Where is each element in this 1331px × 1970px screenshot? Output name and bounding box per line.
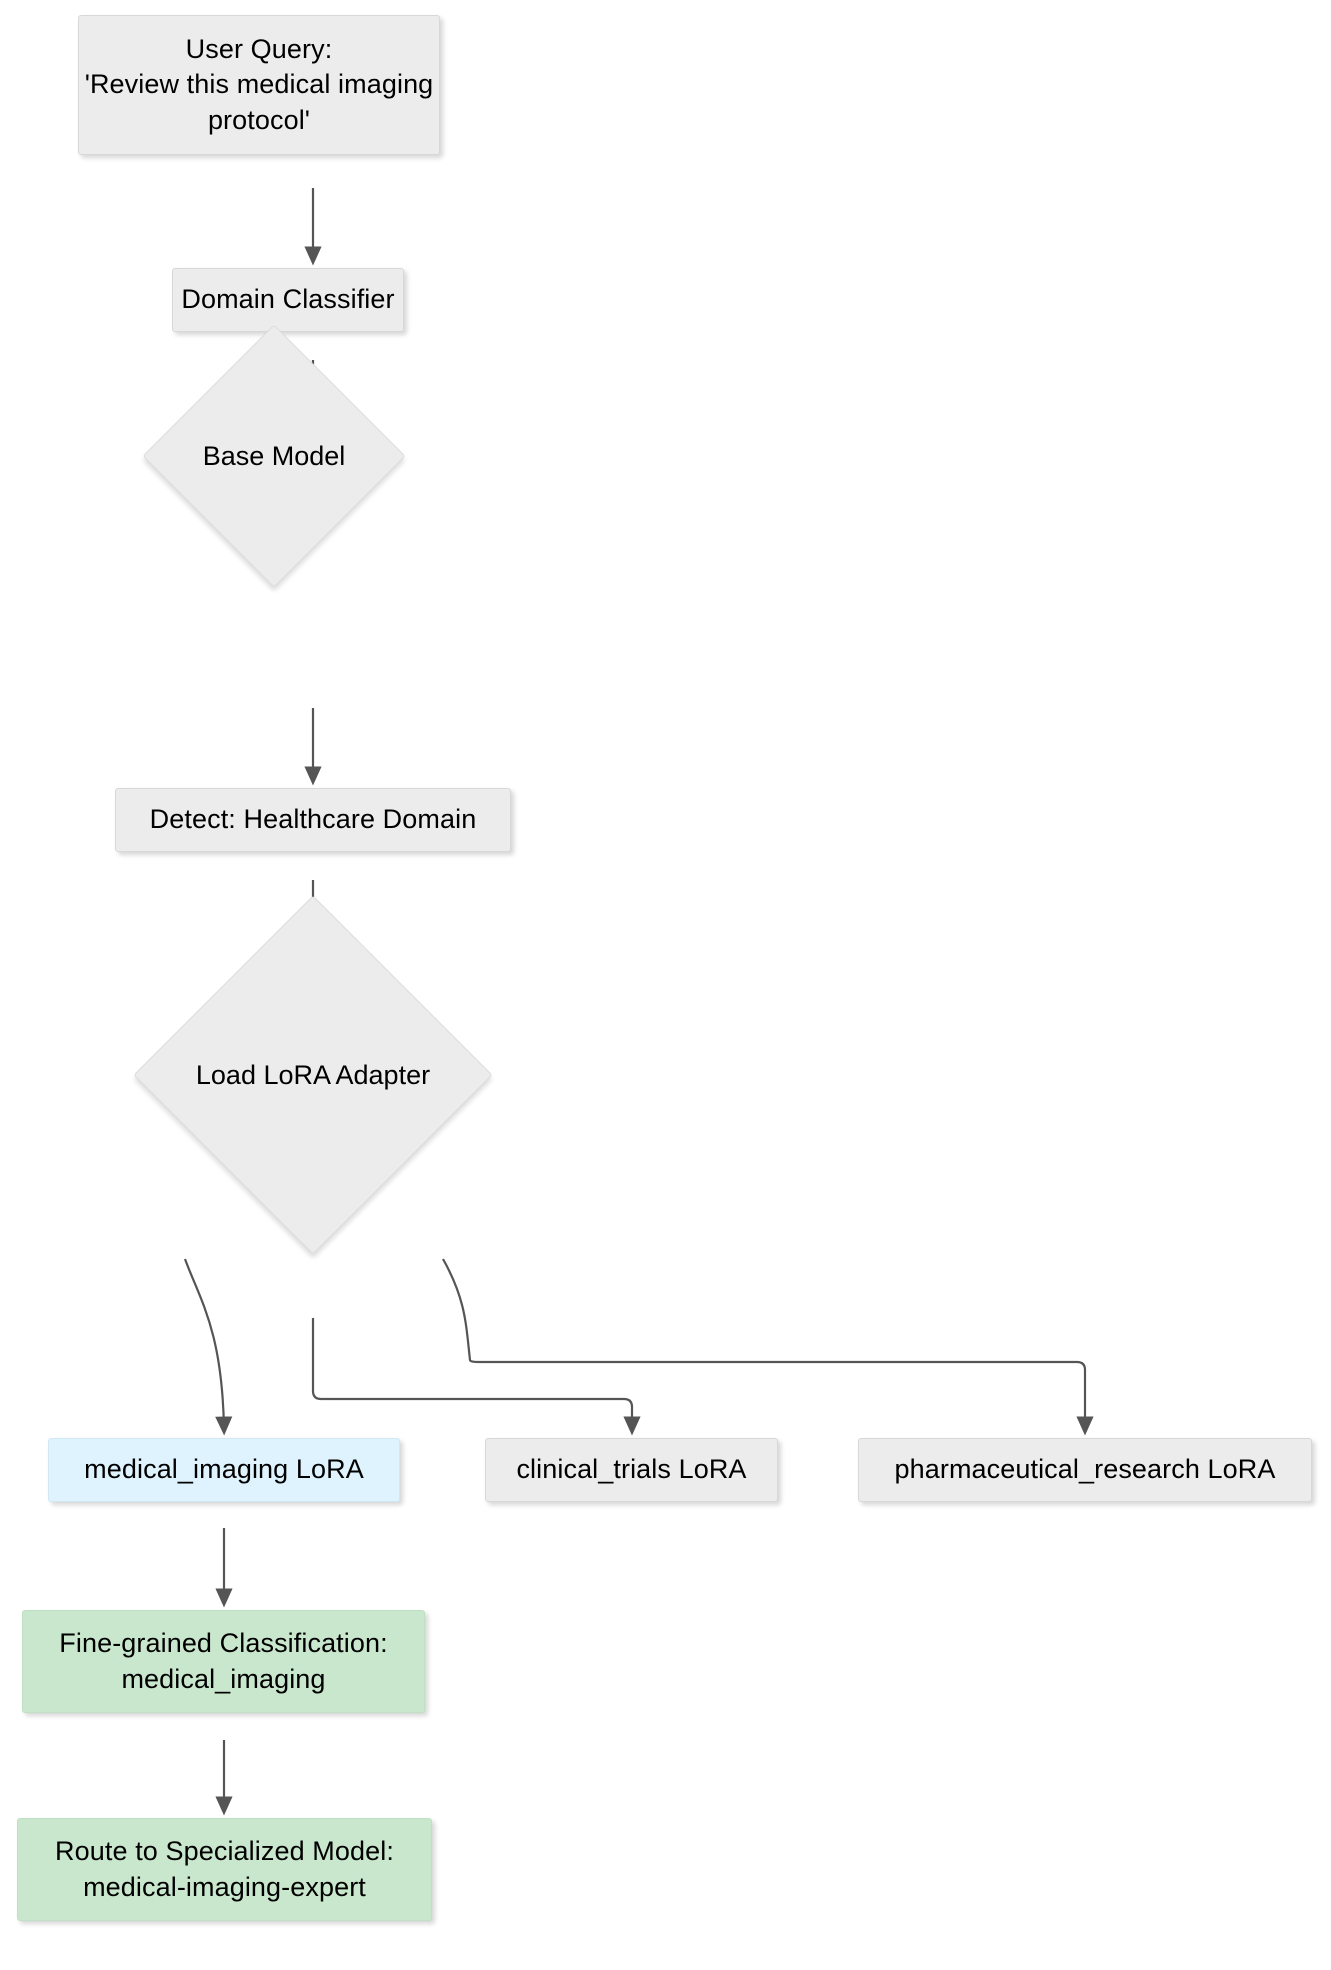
node-pharmaceutical-research-lora[interactable]: pharmaceutical_research LoRA — [858, 1438, 1312, 1502]
edge-load-lora-adapter-to-medical-imaging-lora — [183, 1258, 233, 1436]
node-pharmaceutical-research-lora-label: pharmaceutical_research LoRA — [894, 1454, 1276, 1485]
node-fine-grained-classification[interactable]: Fine-grained Classification: medical_ima… — [22, 1610, 425, 1713]
node-fine-grained-classification-line-2: medical_imaging — [121, 1663, 326, 1694]
node-detect-healthcare-domain-label: Detect: Healthcare Domain — [149, 804, 477, 835]
node-domain-classifier[interactable]: Domain Classifier — [172, 268, 404, 332]
node-fine-grained-classification-line-1: Fine-grained Classification: — [59, 1628, 388, 1659]
node-load-lora-adapter-label: Load LoRA Adapter — [195, 1059, 431, 1090]
node-detect-healthcare-domain[interactable]: Detect: Healthcare Domain — [115, 788, 511, 852]
node-user-query-line-3: protocol' — [207, 104, 311, 135]
edge-load-lora-adapter-to-clinical-trials-lora — [311, 1318, 641, 1436]
node-clinical-trials-lora[interactable]: clinical_trials LoRA — [485, 1438, 778, 1502]
node-domain-classifier-label: Domain Classifier — [181, 284, 395, 315]
node-load-lora-adapter[interactable]: Load LoRA Adapter — [133, 895, 493, 1255]
node-base-model[interactable]: Base Model — [142, 324, 406, 588]
node-medical-imaging-lora-label: medical_imaging LoRA — [84, 1454, 364, 1485]
edge-load-lora-adapter-to-pharmaceutical-research-lora — [442, 1258, 1094, 1436]
node-route-to-specialized-model[interactable]: Route to Specialized Model: medical-imag… — [17, 1818, 432, 1921]
node-route-to-specialized-model-line-1: Route to Specialized Model: — [55, 1836, 394, 1867]
node-medical-imaging-lora[interactable]: medical_imaging LoRA — [48, 1438, 400, 1502]
node-user-query-line-2: 'Review this medical imaging — [84, 69, 434, 100]
node-user-query[interactable]: User Query: 'Review this medical imaging… — [78, 15, 440, 155]
node-user-query-line-1: User Query: — [185, 34, 333, 65]
node-clinical-trials-lora-label: clinical_trials LoRA — [516, 1454, 747, 1485]
node-route-to-specialized-model-line-2: medical-imaging-expert — [83, 1871, 366, 1902]
node-base-model-label: Base Model — [202, 440, 346, 471]
